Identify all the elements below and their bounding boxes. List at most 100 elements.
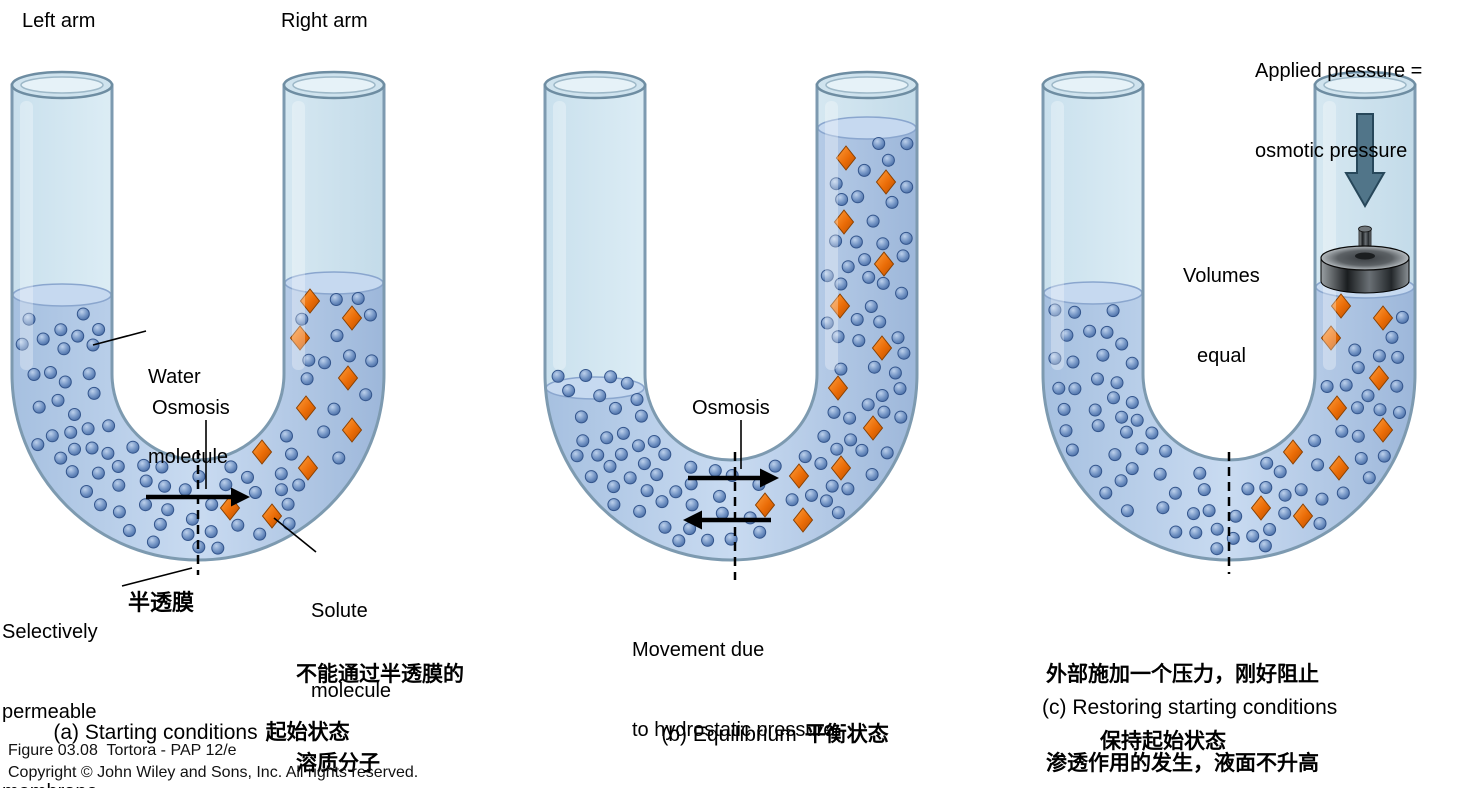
water-molecule-dot bbox=[888, 366, 902, 380]
water-molecule-dot bbox=[1258, 539, 1272, 553]
u-tube bbox=[10, 70, 386, 587]
water-molecule-dot bbox=[137, 458, 151, 472]
label-volumes-equal: Volumes equal bbox=[1183, 210, 1260, 422]
solute-molecule-diamond bbox=[1372, 417, 1394, 443]
water-molecule-dot bbox=[204, 525, 218, 539]
water-molecule-dot bbox=[318, 356, 332, 370]
water-molecule-dot bbox=[900, 180, 914, 194]
label-osmosis-b: Osmosis bbox=[692, 397, 770, 419]
water-molecule-dot bbox=[36, 332, 50, 346]
water-molecule-dot bbox=[1335, 424, 1349, 438]
water-molecule-dot bbox=[637, 457, 651, 471]
water-molecule-dot bbox=[634, 409, 648, 423]
water-molecule-dot bbox=[895, 286, 909, 300]
water-molecule-dot bbox=[32, 400, 46, 414]
water-molecule-dot bbox=[15, 337, 29, 351]
label-hydrostatic-line2: to hydrostatic pressure bbox=[632, 719, 835, 741]
water-molecule-dot bbox=[27, 368, 41, 381]
footer-copyright: Copyright © John Wiley and Sons, Inc. Al… bbox=[8, 764, 419, 781]
solute-molecule-diamond bbox=[289, 325, 311, 351]
water-molecule-dot bbox=[835, 193, 849, 206]
water-molecule-dot bbox=[574, 410, 588, 424]
water-molecule-dot bbox=[1048, 303, 1062, 317]
water-molecule-dot bbox=[1273, 465, 1287, 479]
water-molecule-dot bbox=[1106, 304, 1120, 318]
label-membrane-line1: Selectively bbox=[2, 621, 98, 643]
water-molecule-dot bbox=[87, 386, 101, 400]
water-molecule-dot bbox=[317, 425, 331, 439]
water-molecule-dot bbox=[841, 482, 855, 496]
water-molecule-dot bbox=[1377, 449, 1391, 463]
water-molecule-dot bbox=[300, 372, 314, 386]
solute-molecule-diamond bbox=[1282, 439, 1304, 465]
water-molecule-dot bbox=[900, 137, 914, 151]
water-molecule-dot bbox=[551, 369, 565, 383]
water-molecule-dot bbox=[1278, 506, 1292, 520]
solute-molecule-diamond bbox=[1326, 395, 1348, 421]
water-molecule-dot bbox=[829, 177, 843, 191]
water-molecule-dot bbox=[851, 190, 865, 204]
water-molecule-dot bbox=[1156, 501, 1170, 515]
water-molecule-dot bbox=[600, 431, 614, 445]
water-molecule-dot bbox=[363, 308, 377, 322]
solute-molecule-diamond bbox=[337, 365, 359, 391]
water-molecule-dot bbox=[155, 460, 169, 474]
label-pointer-line bbox=[121, 567, 193, 587]
water-molecule-dot bbox=[295, 312, 309, 326]
water-molecule-dot bbox=[805, 488, 818, 502]
water-molecule-dot bbox=[1187, 507, 1200, 521]
applied-pressure-arrow bbox=[1344, 113, 1386, 209]
water-molecule-dot bbox=[1159, 444, 1173, 458]
water-molecule-dot bbox=[274, 467, 288, 481]
water-molecule-dot bbox=[616, 426, 630, 440]
water-molecule-dot bbox=[1278, 488, 1292, 502]
water-molecule-dot bbox=[161, 503, 175, 517]
solute-molecule-diamond bbox=[788, 463, 810, 489]
label-water-molecule: Water molecule bbox=[148, 311, 228, 523]
label-applied-pressure-line1: Applied pressure = bbox=[1255, 60, 1423, 82]
water-molecule-dot bbox=[1052, 381, 1066, 395]
water-molecule-dot bbox=[1351, 361, 1365, 375]
water-molecule-dot bbox=[54, 451, 68, 465]
water-molecule-dot bbox=[872, 137, 886, 150]
water-molecule-dot bbox=[829, 234, 843, 248]
piston-pin-top bbox=[1358, 225, 1372, 233]
water-molecule-dot bbox=[1351, 429, 1365, 443]
water-molecule-dot bbox=[647, 435, 661, 448]
water-molecule-dot bbox=[1125, 356, 1139, 370]
caption-c: (c) Restoring starting conditions bbox=[1042, 696, 1338, 719]
water-molecule-dot bbox=[285, 447, 298, 461]
water-molecule-dot bbox=[1059, 424, 1073, 438]
water-molecule-dot bbox=[1091, 372, 1104, 386]
solute-molecule-diamond bbox=[1372, 305, 1394, 331]
label-pointer-line bbox=[273, 517, 317, 553]
water-molecule-dot bbox=[591, 448, 605, 462]
solute-molecule-diamond bbox=[830, 455, 852, 481]
water-molecule-dot bbox=[881, 153, 895, 167]
tube-rim-inner bbox=[825, 76, 909, 94]
water-molecule-dot bbox=[91, 466, 105, 480]
label-pointer-line bbox=[92, 330, 147, 346]
label-osmosis-a: Osmosis bbox=[152, 397, 230, 419]
osmosis-arrow-head bbox=[231, 487, 250, 507]
water-molecule-dot bbox=[76, 307, 90, 321]
caption-a-en: (a) Starting conditions bbox=[53, 721, 258, 744]
water-molecule-dot bbox=[1088, 403, 1102, 417]
water-molecule-dot bbox=[896, 249, 910, 263]
water-molecule-dot bbox=[112, 478, 126, 492]
osmosis-arrow-head bbox=[760, 468, 779, 488]
caption-b-en: (b) Equilibrium bbox=[661, 723, 797, 746]
water-molecule-dot bbox=[865, 468, 879, 481]
solute-molecule-diamond bbox=[829, 293, 851, 319]
piston-pin-base bbox=[1355, 252, 1375, 260]
water-molecule-dot bbox=[1083, 324, 1097, 338]
water-molecule-dot bbox=[891, 331, 905, 345]
label-water-molecule-line2: molecule bbox=[148, 446, 229, 468]
water-molecule-dot bbox=[1100, 325, 1114, 339]
water-molecule-dot bbox=[224, 460, 238, 474]
water-molecule-dot bbox=[632, 439, 645, 453]
water-molecule-dot bbox=[65, 465, 79, 479]
water-molecule-dot bbox=[31, 438, 45, 452]
water-molecule-dot bbox=[51, 393, 65, 407]
